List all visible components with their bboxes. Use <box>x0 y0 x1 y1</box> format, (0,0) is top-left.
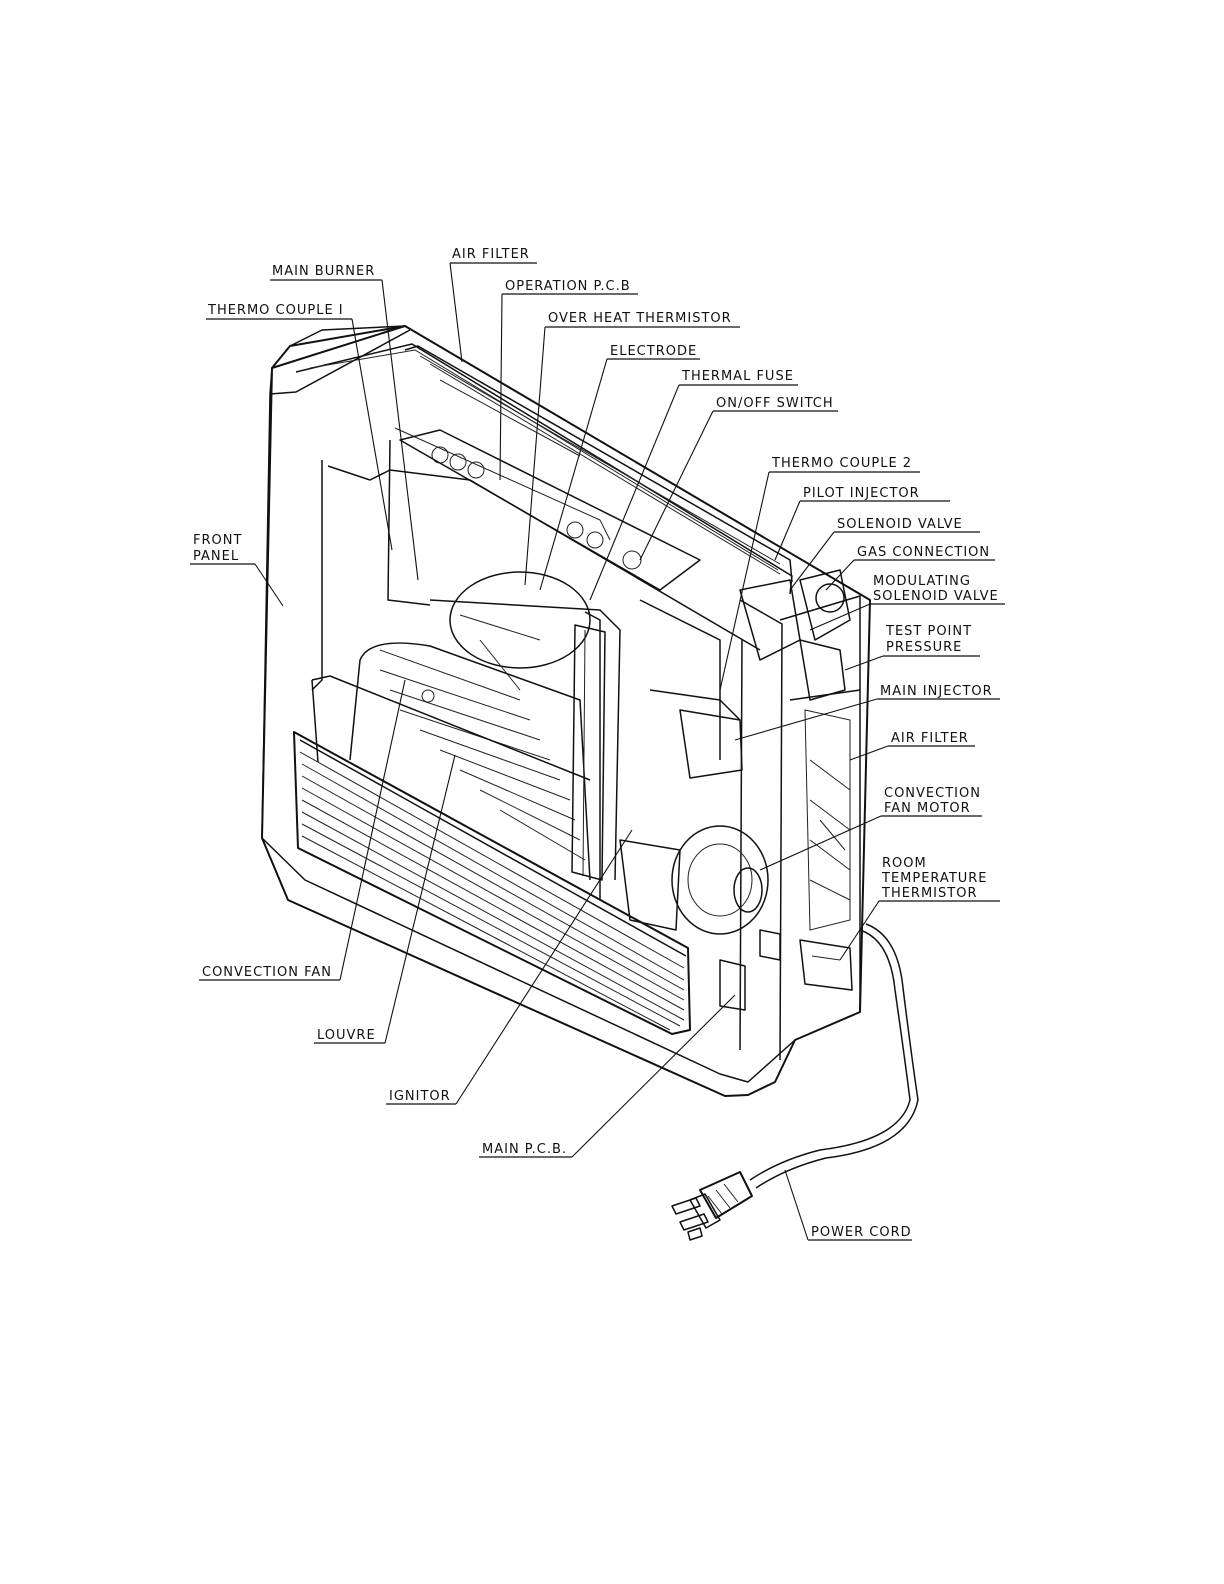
svg-text:SOLENOID VALVE: SOLENOID VALVE <box>837 517 963 532</box>
label-electrode: ELECTRODE <box>539 344 700 591</box>
label-modulating-solenoid-valve: MODULATING SOLENOID VALVE <box>809 574 1005 631</box>
svg-text:ROOM: ROOM <box>882 856 927 871</box>
svg-text:MODULATING: MODULATING <box>873 574 971 589</box>
svg-text:THERMAL FUSE: THERMAL FUSE <box>681 369 794 384</box>
svg-text:THERMO COUPLE I: THERMO COUPLE I <box>207 303 344 318</box>
heater-illustration <box>261 325 871 1097</box>
label-thermo-couple-2: THERMO COUPLE 2 <box>719 456 920 691</box>
svg-text:FAN MOTOR: FAN MOTOR <box>884 801 971 816</box>
label-air-filter-side: AIR FILTER <box>849 731 975 761</box>
svg-text:AIR FILTER: AIR FILTER <box>452 247 530 262</box>
svg-text:PILOT INJECTOR: PILOT INJECTOR <box>803 486 920 501</box>
label-power-cord: POWER CORD <box>784 1169 912 1241</box>
svg-text:MAIN P.C.B.: MAIN P.C.B. <box>482 1142 567 1157</box>
svg-text:AIR FILTER: AIR FILTER <box>891 731 969 746</box>
svg-text:OVER HEAT THERMISTOR: OVER HEAT THERMISTOR <box>548 311 732 326</box>
label-operation-pcb: OPERATION P.C.B <box>499 279 638 481</box>
label-over-heat-thermistor: OVER HEAT THERMISTOR <box>524 311 740 586</box>
svg-text:LOUVRE: LOUVRE <box>317 1028 376 1043</box>
label-on-off-switch: ON/OFF SWITCH <box>639 396 838 561</box>
svg-text:OPERATION P.C.B: OPERATION P.C.B <box>505 279 631 294</box>
label-convection-fan-motor: CONVECTION FAN MOTOR <box>759 786 982 871</box>
label-test-point-pressure: TEST POINT PRESSURE <box>844 624 980 671</box>
label-main-pcb: MAIN P.C.B. <box>479 994 736 1158</box>
svg-text:POWER CORD: POWER CORD <box>811 1225 912 1240</box>
label-main-injector: MAIN INJECTOR <box>734 684 1000 741</box>
svg-text:TEST POINT: TEST POINT <box>885 624 972 639</box>
svg-text:MAIN BURNER: MAIN BURNER <box>272 264 375 279</box>
label-ignitor: IGNITOR <box>386 829 633 1105</box>
svg-text:IGNITOR: IGNITOR <box>389 1089 451 1104</box>
label-pilot-injector: PILOT INJECTOR <box>774 486 950 561</box>
svg-text:PANEL: PANEL <box>193 549 239 564</box>
svg-text:ON/OFF SWITCH: ON/OFF SWITCH <box>716 396 834 411</box>
label-room-temperature-thermistor: ROOM TEMPERATURE THERMISTOR <box>839 856 1000 961</box>
svg-text:GAS CONNECTION: GAS CONNECTION <box>857 545 990 560</box>
power-cord-illustration <box>671 923 919 1241</box>
svg-text:THERMO COUPLE 2: THERMO COUPLE 2 <box>771 456 912 471</box>
label-convection-fan: CONVECTION FAN <box>199 679 406 981</box>
svg-text:THERMISTOR: THERMISTOR <box>881 886 977 901</box>
label-thermo-couple-1: THERMO COUPLE I <box>206 303 393 551</box>
svg-text:CONVECTION FAN: CONVECTION FAN <box>202 965 332 980</box>
label-thermal-fuse: THERMAL FUSE <box>589 369 798 601</box>
label-gas-connection: GAS CONNECTION <box>825 545 995 591</box>
label-front-panel: FRONT PANEL <box>190 533 284 607</box>
svg-text:ELECTRODE: ELECTRODE <box>610 344 697 359</box>
svg-text:CONVECTION: CONVECTION <box>884 786 981 801</box>
svg-text:FRONT: FRONT <box>193 533 242 548</box>
label-air-filter-top: AIR FILTER <box>449 247 537 363</box>
label-solenoid-valve: SOLENOID VALVE <box>789 517 980 591</box>
svg-text:SOLENOID VALVE: SOLENOID VALVE <box>873 589 999 604</box>
svg-text:PRESSURE: PRESSURE <box>886 640 962 655</box>
label-main-burner: MAIN BURNER <box>270 264 419 581</box>
svg-text:MAIN INJECTOR: MAIN INJECTOR <box>880 684 993 699</box>
label-louvre: LOUVRE <box>314 754 456 1044</box>
svg-text:TEMPERATURE: TEMPERATURE <box>881 871 988 886</box>
